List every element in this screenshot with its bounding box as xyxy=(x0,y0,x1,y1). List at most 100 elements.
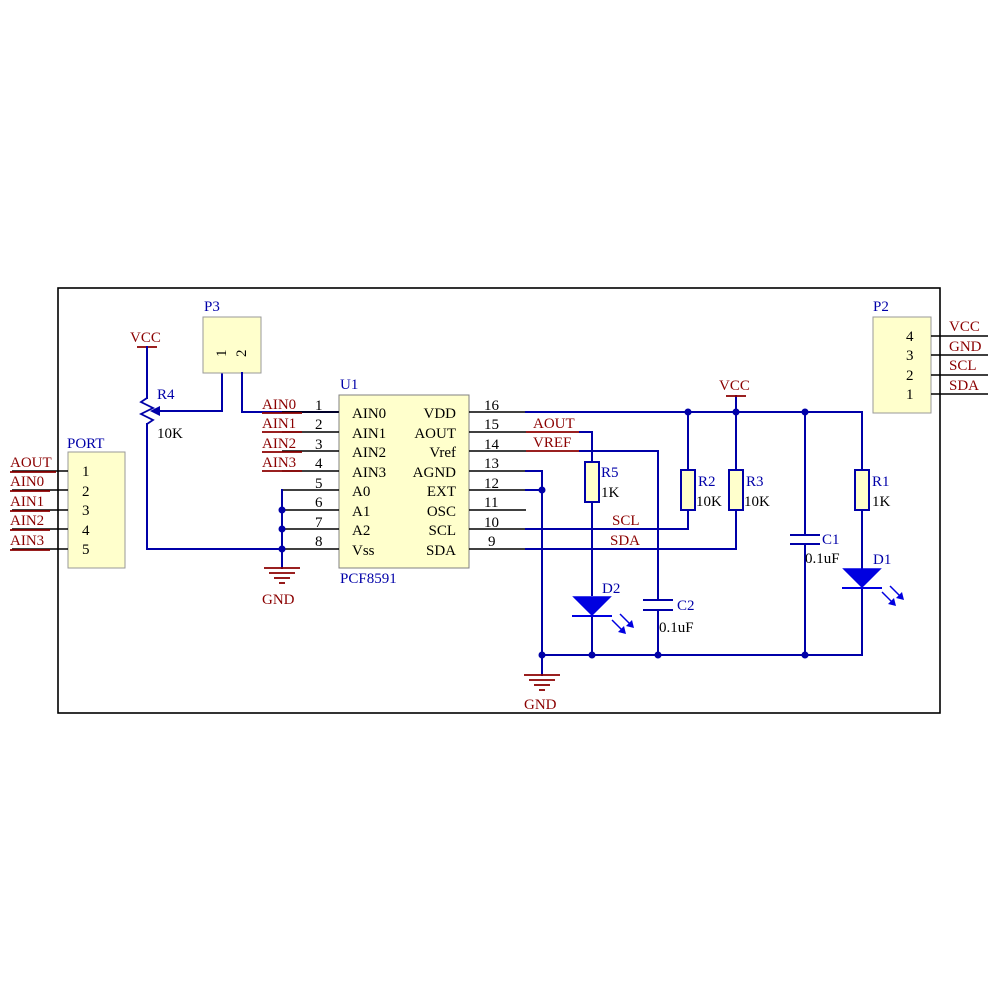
u1-ain-net-labels: AIN0 AIN1 AIN2 AIN3 xyxy=(262,397,302,472)
port-connector: PORT 1 2 3 4 5 AOUT AIN0 AIN1 AIN2 AIN3 xyxy=(10,436,126,569)
u1-pin-num-1: 1 xyxy=(315,398,323,414)
p2-connector: P2 4 3 2 1 VCC GND SCL SDA xyxy=(872,299,988,414)
u1-pin-num-11: 11 xyxy=(484,495,498,511)
d1-name: D1 xyxy=(873,552,891,568)
p3-pin-1: 1 xyxy=(214,350,230,358)
u1-pin-num-15: 15 xyxy=(484,417,499,433)
p3-title: P3 xyxy=(204,299,220,315)
u1-ref: U1 xyxy=(340,377,358,393)
r4-wiper-wire xyxy=(159,372,223,412)
left-ground-network: GND xyxy=(146,489,300,608)
c2-value: 0.1uF xyxy=(659,620,694,636)
r3-name: R3 xyxy=(746,474,764,490)
vcc-top-symbol: VCC xyxy=(719,378,750,397)
junction-ext xyxy=(538,486,546,494)
u1-right-net-labels: AOUT VREF SCL SDA xyxy=(526,416,640,549)
u1-pin-name-sda: SDA xyxy=(426,543,456,559)
gnd-bottom-symbol: GND xyxy=(524,674,560,713)
p2-pin-3: 3 xyxy=(906,348,914,364)
d1-led: D1 xyxy=(842,552,904,606)
net-label-ain2: AIN2 xyxy=(262,436,296,452)
port-pin-5: 5 xyxy=(82,542,90,558)
r3-body xyxy=(728,469,744,511)
d2-triangle xyxy=(572,596,612,617)
d2-emit-arrowhead-1 xyxy=(618,626,626,634)
p3-body xyxy=(202,316,262,374)
port-pin-2: 2 xyxy=(82,484,90,500)
net-label-ain0: AIN0 xyxy=(262,397,296,413)
p2-pin-1: 1 xyxy=(906,387,914,403)
r5-body xyxy=(584,461,600,503)
u1-pin-name-ain1: AIN1 xyxy=(352,426,386,442)
r4-vcc-label: VCC xyxy=(130,330,161,346)
u1-pin-num-3: 3 xyxy=(315,437,323,453)
u1-pin-name-ain0: AIN0 xyxy=(352,406,386,422)
p2-net-sda: SDA xyxy=(949,378,979,394)
r1-value: 1K xyxy=(872,494,891,510)
r1-name: R1 xyxy=(872,474,890,490)
u1-pin-num-16: 16 xyxy=(484,398,500,414)
r5-name: R5 xyxy=(601,465,619,481)
schematic-frame xyxy=(57,287,941,714)
port-net-ain3: AIN3 xyxy=(10,533,44,549)
u1-pin-num-6: 6 xyxy=(315,495,323,511)
d2-name: D2 xyxy=(602,581,620,597)
net-label-vref: VREF xyxy=(533,435,571,451)
gnd-bottom-label: GND xyxy=(524,697,557,713)
vcc-top-label: VCC xyxy=(719,378,750,394)
u1-pcf8591: U1 PCF8591 AIN0 AIN1 AIN2 AIN3 A0 A1 A2 … xyxy=(282,377,526,587)
p2-body xyxy=(872,316,932,414)
u1-part: PCF8591 xyxy=(340,571,397,587)
r2-value: 10K xyxy=(696,494,722,510)
p3-pin-2: 2 xyxy=(234,350,250,358)
port-body xyxy=(67,451,126,569)
u1-pin-name-ain3: AIN3 xyxy=(352,465,386,481)
p2-net-scl: SCL xyxy=(949,358,977,374)
port-pin-4: 4 xyxy=(82,523,90,539)
p3-connector: P3 1 2 xyxy=(202,299,340,413)
u1-pin-name-vref: Vref xyxy=(429,445,456,461)
r3-resistor: R3 10K xyxy=(728,469,770,511)
r5-value: 1K xyxy=(601,485,620,501)
net-label-sda: SDA xyxy=(610,533,640,549)
p2-net-vcc: VCC xyxy=(949,319,980,335)
junction-gnd-c2 xyxy=(654,651,662,659)
c2-name: C2 xyxy=(677,598,695,614)
net-label-aout: AOUT xyxy=(533,416,575,432)
port-title: PORT xyxy=(67,436,104,452)
d1-triangle xyxy=(842,568,882,589)
r4-zigzag xyxy=(138,397,156,425)
r4-potentiometer: VCC R4 10K xyxy=(130,330,223,550)
c2-capacitor: C2 0.1uF xyxy=(643,598,695,636)
r2-name: R2 xyxy=(698,474,716,490)
u1-pin-name-aout: AOUT xyxy=(414,426,456,442)
p2-pin-2: 2 xyxy=(906,368,914,384)
u1-pin-name-osc: OSC xyxy=(427,504,456,520)
u1-pin-num-14: 14 xyxy=(484,437,500,453)
r2-resistor: R2 10K xyxy=(680,469,722,511)
u1-pin-num-10: 10 xyxy=(484,515,499,531)
junction-gnd-c1 xyxy=(801,651,809,659)
u1-pin-num-5: 5 xyxy=(315,476,323,492)
u1-pin-num-12: 12 xyxy=(484,476,499,492)
r1-resistor: R1 1K xyxy=(854,469,891,511)
u1-body xyxy=(338,394,470,569)
r4-name: R4 xyxy=(157,387,175,403)
u1-pin-name-ext: EXT xyxy=(427,484,456,500)
c1-value: 0.1uF xyxy=(805,551,840,567)
d2-emit-arrowhead-2 xyxy=(626,620,634,628)
right-wiring xyxy=(525,395,863,676)
u1-pin-num-2: 2 xyxy=(315,417,323,433)
u1-pin-num-9: 9 xyxy=(488,534,496,550)
sda-wire xyxy=(525,509,737,550)
port-pin-3: 3 xyxy=(82,503,90,519)
u1-pin-num-7: 7 xyxy=(315,515,323,531)
port-pin-1: 1 xyxy=(82,464,90,480)
junction-a1 xyxy=(278,506,286,514)
u1-pin-name-vdd: VDD xyxy=(424,406,457,422)
d2-led: D2 xyxy=(572,581,634,634)
r2-body xyxy=(680,469,696,511)
junction-gnd-d2 xyxy=(588,651,596,659)
